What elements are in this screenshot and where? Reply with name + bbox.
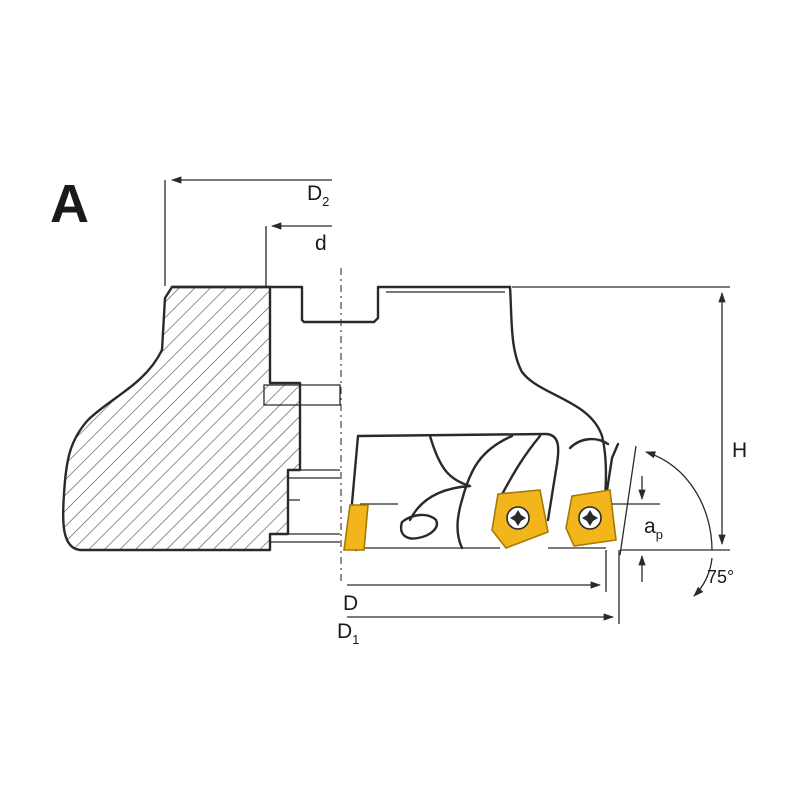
dimension-d2: D2 (164, 176, 332, 286)
ap-label: a (644, 515, 656, 538)
sectioned-body (61, 285, 342, 552)
d1-label: D (337, 620, 352, 643)
dimension-angle: 75° (619, 445, 734, 597)
body-profile-right (508, 285, 608, 512)
insert-seat-arc (568, 437, 610, 450)
view-label: A (50, 174, 89, 234)
bore-groove (263, 384, 341, 406)
svg-text:ap: ap (644, 515, 663, 542)
cutting-inserts (343, 489, 617, 551)
d2-subscript: 2 (322, 194, 329, 209)
chip-pocket-outline (356, 432, 560, 522)
h-label: H (732, 439, 747, 462)
dimension-d1: D1 (337, 550, 620, 647)
dimension-d-cutting: D (343, 550, 607, 615)
dimension-h: H (512, 286, 747, 551)
insert-edge-left (343, 504, 369, 551)
d-cutting-label: D (343, 592, 358, 615)
d1-subscript: 1 (352, 632, 359, 647)
dimension-ap: ap (612, 476, 663, 582)
bore-steps (270, 469, 340, 543)
angle-label: 75° (707, 567, 734, 587)
coolant-hole (399, 513, 439, 540)
insert-middle (491, 489, 549, 549)
insert-right (565, 489, 617, 547)
bore-keyway-right (340, 285, 512, 324)
d-label: d (315, 232, 327, 255)
d2-label: D (307, 182, 322, 205)
ap-subscript: p (656, 527, 663, 542)
svg-text:D1: D1 (337, 620, 359, 647)
dimension-d: d (265, 222, 332, 286)
body-edges (356, 503, 606, 549)
svg-text:D2: D2 (307, 182, 329, 209)
hatched-section (61, 285, 302, 552)
